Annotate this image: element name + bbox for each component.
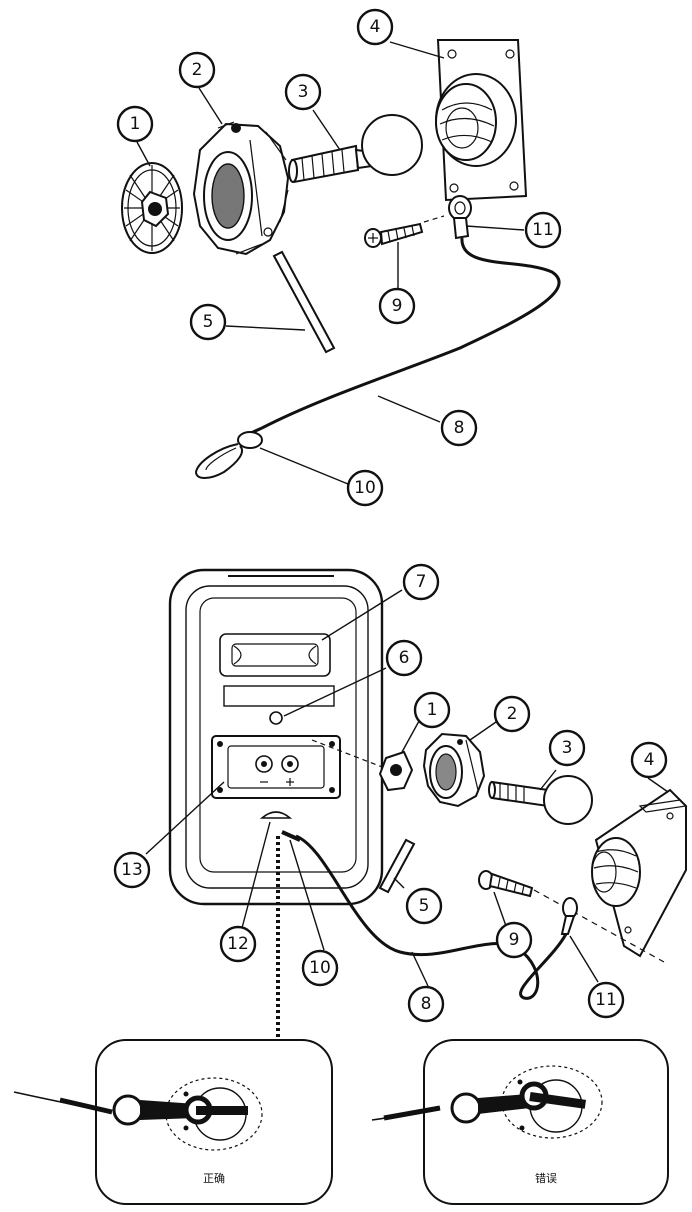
svg-text:2: 2: [192, 60, 203, 80]
alignment-dashed-line: [311, 739, 391, 771]
callout-top-5: 5: [189, 303, 227, 341]
inset-correct-label: 正确: [203, 1172, 225, 1185]
svg-text:12: 12: [227, 934, 249, 954]
knurled-knob-part: [192, 121, 290, 256]
knob-part-assembly: [422, 732, 486, 808]
callout-bottom-8: 8: [407, 985, 445, 1023]
svg-text:11: 11: [595, 990, 617, 1010]
screw-part-assembly: [478, 870, 665, 963]
terminal-part-assembly: [560, 897, 578, 935]
mount-base-plate-part: [435, 39, 528, 202]
callout-top-9: 9: [378, 287, 416, 325]
svg-text:8: 8: [421, 994, 432, 1014]
bottom-leader-lines: [145, 589, 669, 987]
svg-text:1: 1: [130, 114, 141, 134]
device-body: [168, 568, 384, 906]
callout-bottom-7: 7: [402, 563, 440, 601]
svg-text:5: 5: [419, 896, 430, 916]
svg-text:4: 4: [370, 17, 381, 37]
plate-part-assembly: [591, 788, 688, 958]
top-leader-lines: [136, 41, 525, 485]
callout-bottom-11: 11: [587, 981, 625, 1019]
callout-top-10: 10: [346, 469, 384, 507]
inset-correct: 正确: [13, 1039, 333, 1205]
callout-bottom-5: 5: [405, 887, 443, 925]
callout-bottom-12: 12: [219, 925, 257, 963]
svg-text:3: 3: [298, 82, 309, 102]
svg-text:9: 9: [509, 930, 520, 950]
lanyard-cable-part: [261, 237, 561, 430]
callout-top-11: 11: [524, 211, 562, 249]
inset-wrong-label: 错误: [535, 1171, 557, 1185]
callout-top-1: 1: [116, 105, 154, 143]
serrated-washer-part: [121, 162, 183, 254]
svg-text:8: 8: [454, 418, 465, 438]
svg-text:4: 4: [644, 750, 655, 770]
callout-top-4: 4: [356, 8, 394, 46]
svg-text:10: 10: [309, 958, 331, 978]
svg-text:13: 13: [121, 860, 143, 880]
svg-text:6: 6: [399, 648, 410, 668]
callout-bottom-4: 4: [630, 741, 668, 779]
callout-bottom-9: 9: [495, 921, 533, 959]
svg-text:5: 5: [203, 312, 214, 332]
callout-bottom-3: 3: [548, 729, 586, 767]
inset-wrong: 错误: [371, 1039, 669, 1205]
screw-part: [364, 215, 445, 248]
svg-text:3: 3: [562, 738, 573, 758]
ball-stud-part: [288, 114, 423, 184]
svg-text:2: 2: [507, 704, 518, 724]
callout-top-3: 3: [284, 73, 322, 111]
callout-top-8: 8: [440, 409, 478, 447]
callout-bottom-1: 1: [413, 691, 451, 729]
top-exploded-view: 1 2 3 4 5 8 9 10 11: [116, 8, 562, 507]
callout-bottom-10: 10: [301, 949, 339, 987]
svg-text:11: 11: [532, 220, 554, 240]
callout-top-2: 2: [178, 51, 216, 89]
pin-part-assembly: [378, 838, 416, 894]
ball-stud-part-assembly: [488, 775, 593, 825]
bottom-assembly-view: 7 6 1 2 3 4 5 13 12 10 8 9 11: [113, 563, 688, 1040]
svg-text:1: 1: [427, 700, 438, 720]
nut-part-assembly: [378, 750, 414, 792]
pin-part: [272, 250, 336, 354]
svg-text:7: 7: [416, 572, 427, 592]
callout-bottom-2: 2: [493, 695, 531, 733]
ring-terminal-part: [448, 195, 472, 240]
snap-hook-part: [194, 426, 263, 479]
callout-bottom-13: 13: [113, 851, 151, 889]
svg-text:9: 9: [392, 296, 403, 316]
svg-text:10: 10: [354, 478, 376, 498]
callout-bottom-6: 6: [385, 639, 423, 677]
